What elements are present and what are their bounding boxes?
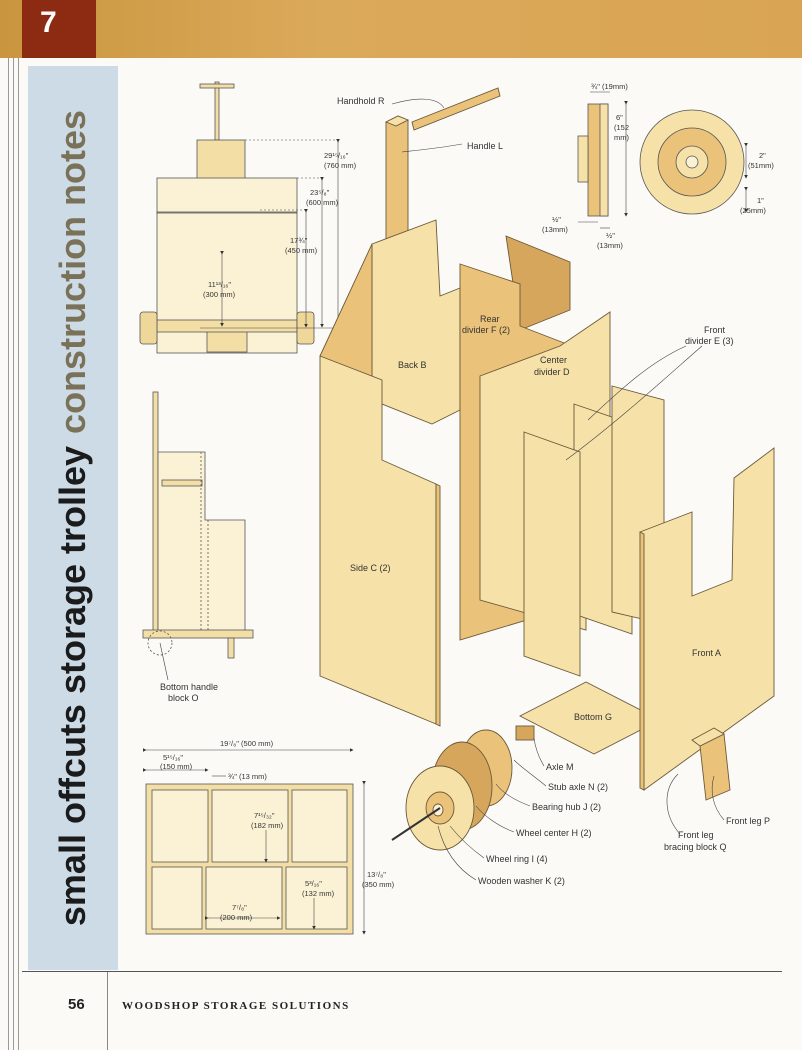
handhold-label: Handhold R	[337, 96, 385, 106]
wheel-dimensions	[578, 91, 748, 229]
book-title: WOODSHOP STORAGE SOLUTIONS	[122, 1000, 350, 1012]
chapter-badge	[22, 0, 96, 58]
dim-132: 5³/₁₆"	[305, 879, 322, 888]
dim-300-mm: (300 mm)	[203, 290, 236, 299]
wheel-center-label: Wheel center H (2)	[516, 828, 592, 838]
front-elevation-view	[139, 81, 315, 354]
dim-13-2: (13mm)	[597, 241, 623, 250]
dim-300: 11¹³/₁₆"	[208, 280, 231, 289]
dim-half-1: ½"	[552, 215, 561, 224]
bottom-label: Bottom G	[574, 712, 612, 722]
dim-150-mm: (150 mm)	[160, 762, 193, 771]
leader-lines	[391, 98, 725, 881]
bottom-handle-label-2: block O	[168, 693, 199, 703]
dim-19: ¾" (19mm)	[591, 82, 628, 91]
dim-600-mm: (600 mm)	[306, 198, 339, 207]
axle-label: Axle M	[546, 762, 574, 772]
dim-760: 29¹⁵/₁₆"	[324, 151, 349, 160]
leg-bracing-label: Front leg	[678, 830, 714, 840]
dim-152: (152	[614, 123, 629, 132]
footer-separator	[107, 972, 108, 1050]
dim-150: 5¹⁵/₁₆"	[163, 753, 183, 762]
dim-13-1: (13mm)	[542, 225, 568, 234]
page-edge-line	[8, 58, 9, 1050]
footer-rule	[22, 971, 782, 972]
center-divider-label: Center	[540, 355, 567, 365]
dim-450: 17¾"	[290, 236, 308, 245]
front-view-dimensions	[200, 139, 344, 329]
dim-500: 19⁷/₈" (500 mm)	[220, 739, 274, 748]
dim-1in: 1"	[757, 196, 764, 205]
plan-dimensions	[143, 748, 366, 935]
back-label: Back B	[398, 360, 427, 370]
bearing-hub-label: Bearing hub J (2)	[532, 802, 601, 812]
sidebar-strip	[28, 66, 118, 970]
side-elevation-view	[142, 391, 254, 659]
dim-6in: 6"	[616, 113, 623, 122]
dim-132-mm: (132 mm)	[302, 889, 335, 898]
dim-350: 13⁷/₈"	[367, 870, 386, 879]
isometric-trolley	[319, 87, 775, 851]
leg-bracing-label-2: bracing block Q	[664, 842, 727, 852]
dim-200: 7⁷/₈"	[232, 903, 247, 912]
side-label: Side C (2)	[350, 563, 391, 573]
dim-450-mm: (450 mm)	[285, 246, 318, 255]
dim-25: (25mm)	[740, 206, 766, 215]
washer-label: Wooden washer K (2)	[478, 876, 565, 886]
front-leg-label: Front leg P	[726, 816, 770, 826]
wheel-detail	[577, 103, 745, 217]
plan-view	[145, 783, 354, 935]
header-band	[0, 0, 802, 58]
stub-axle-label: Stub axle N (2)	[548, 782, 608, 792]
dim-350-mm: (350 mm)	[362, 880, 395, 889]
dim-152-mm: mm)	[614, 133, 629, 142]
front-divider-label-2: divider E (3)	[685, 336, 734, 346]
rear-divider-label: Rear	[480, 314, 500, 324]
dim-2in: 2"	[759, 151, 766, 160]
center-divider-label-2: divider D	[534, 367, 570, 377]
dim-182: 7¹⁵/₃₂"	[254, 811, 275, 820]
bottom-handle-label: Bottom handle	[160, 682, 218, 692]
page-edge-line	[13, 58, 14, 1050]
page-number: 56	[68, 996, 85, 1013]
dim-13: ¾" (13 mm)	[228, 772, 267, 781]
front-divider-label: Front	[704, 325, 726, 335]
handle-label: Handle L	[467, 141, 503, 151]
dim-200-mm: (200 mm)	[220, 913, 253, 922]
dim-182-mm: (182 mm)	[251, 821, 284, 830]
dim-600: 23⁵/₈"	[310, 188, 330, 197]
page-edge-line	[18, 58, 19, 1050]
dim-51: (51mm)	[748, 161, 774, 170]
rear-divider-label-2: divider F (2)	[462, 325, 510, 335]
dim-760-mm: (760 mm)	[324, 161, 357, 170]
wheel-ring-label: Wheel ring I (4)	[486, 854, 548, 864]
chapter-number: 7	[40, 6, 57, 39]
dim-half-2: ½"	[606, 231, 615, 240]
front-label: Front A	[692, 648, 721, 658]
